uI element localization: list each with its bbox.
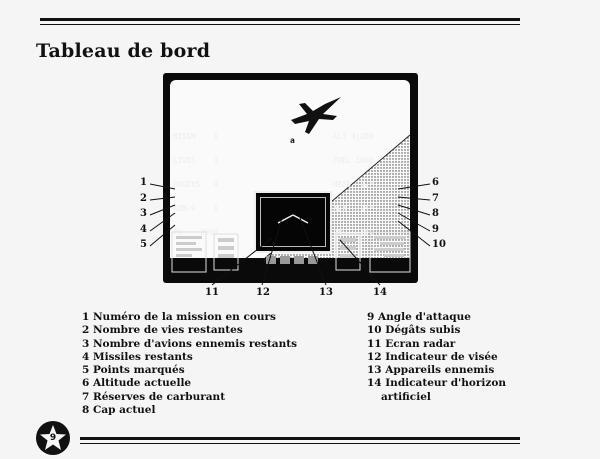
callout-1: 1 xyxy=(140,177,147,188)
callout-7: 7 xyxy=(432,193,439,204)
hud-radar-frame xyxy=(254,191,332,253)
readout-bogeys: BOGEYS 4 xyxy=(173,180,219,189)
page-number: 9 xyxy=(49,433,57,443)
callout-6: 6 xyxy=(432,177,439,188)
bottom-rule-thin xyxy=(80,443,520,444)
readout-dmg: DMG 10% xyxy=(333,228,374,237)
readout-head: HEAD 02° xyxy=(333,180,374,189)
enemy-jet-icon xyxy=(291,97,341,134)
legend-item: 2 Nombre de vies restantes xyxy=(82,324,243,337)
bottom-rule xyxy=(80,437,520,440)
legend-item: 4 Missiles restants xyxy=(82,350,193,363)
legend-item: 1 Numéro de la mission en cours xyxy=(82,311,276,323)
readout-aim9: AIM-9 1 xyxy=(173,204,219,213)
legend-item: 6 Altitude actuelle xyxy=(82,377,192,390)
legend-item: 10 Dégâts subis xyxy=(367,324,461,337)
page-title: Tableau de bord xyxy=(36,40,211,62)
legend-item: 14 Indicateur d'horizon xyxy=(367,377,507,390)
readout-fuel: FUEL 1000 xyxy=(333,156,374,165)
legend-left: 1 Numéro de la mission en cours 2 Nombre… xyxy=(82,311,297,417)
hud-radar-inner xyxy=(260,197,326,247)
callout-2: 2 xyxy=(140,193,147,204)
callout-14: 14 xyxy=(373,287,387,298)
callout-3: 3 xyxy=(140,208,147,219)
legend-item: 12 Indicateur de visée xyxy=(367,350,498,363)
readout-lives: LIVES 3 xyxy=(173,156,219,165)
page-badge xyxy=(36,421,70,455)
enemy-marker: a xyxy=(290,136,295,145)
callout-10: 10 xyxy=(432,239,446,250)
callout-9: 9 xyxy=(432,224,439,235)
top-rule-thin xyxy=(40,24,520,25)
star-icon xyxy=(40,425,66,450)
readout-aoa: AOA +04° xyxy=(333,204,374,213)
legend-right: 9 Angle d'attaque 10 Dégâts subis 11 Ecr… xyxy=(367,311,506,404)
callout-13: 13 xyxy=(319,287,333,298)
legend-item: 11 Ecran radar xyxy=(367,337,456,350)
callout-12: 12 xyxy=(256,287,270,298)
right-readout: ALT 4|200 FUEL 1000 HEAD 02° AOA +04° DM… xyxy=(333,117,374,245)
legend-item: 7 Réserves de carburant xyxy=(82,390,226,403)
legend-item: 5 Points marqués xyxy=(82,364,185,377)
callout-8: 8 xyxy=(432,208,439,219)
callout-11: 11 xyxy=(205,287,219,298)
legend-item-continuation: artificiel xyxy=(381,390,431,403)
readout-alt: ALT 4|200 xyxy=(333,132,374,141)
top-rule xyxy=(40,18,520,21)
legend-item: 8 Cap actuel xyxy=(82,404,156,417)
callout-5: 5 xyxy=(140,239,147,250)
legend-item: 13 Appareils ennemis xyxy=(367,364,495,377)
callout-4: 4 xyxy=(140,224,147,235)
readout-mission: MISSN 1 xyxy=(173,132,219,141)
legend-item: 9 Angle d'attaque xyxy=(367,311,471,323)
instrument-panel xyxy=(171,231,411,273)
legend-item: 3 Nombre d'avions ennemis restants xyxy=(82,337,298,350)
